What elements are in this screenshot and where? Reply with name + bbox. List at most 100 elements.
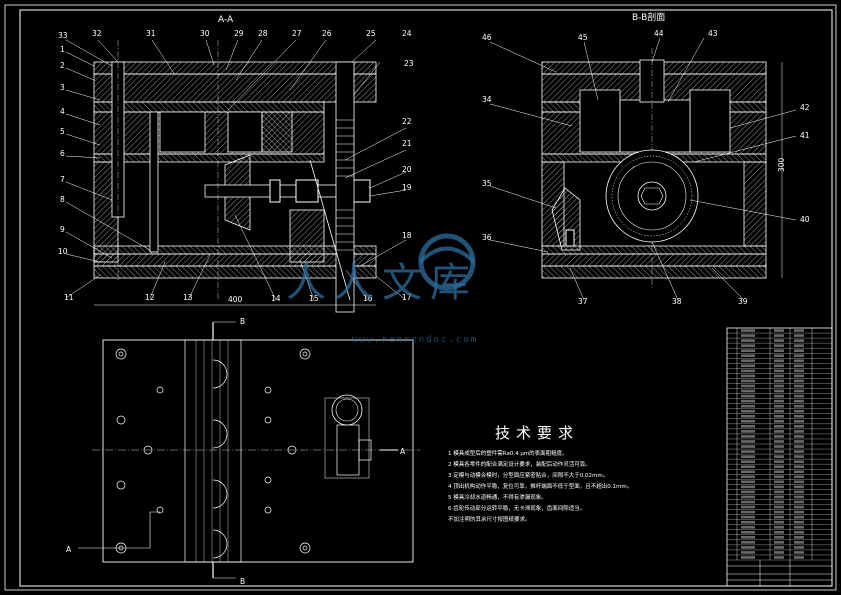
parts-list-entry-mark [741, 525, 755, 529]
parts-list-entry-mark [794, 435, 804, 438]
part-label: 16 [363, 294, 373, 303]
parts-list-entry-mark [774, 389, 784, 393]
parts-list-entry-mark [794, 379, 804, 383]
parts-list-entry-mark [794, 450, 804, 453]
part-label: 37 [578, 297, 588, 306]
part-label: 9 [60, 225, 65, 234]
parts-list-entry-mark [741, 475, 755, 479]
technical-requirements: 技术要求 1 模具成型后的塑件需Ra0.4 μm的表面粗糙度。 2 模具各零件的… [448, 424, 632, 523]
part-label: 12 [145, 293, 155, 302]
parts-list-entry-mark [741, 505, 755, 509]
parts-list-entry-mark [774, 435, 784, 438]
section-bb-height-dim: 300 [777, 157, 786, 172]
requirement-item: 6 齿轮传动部分运转平稳，无卡滞现象，齿面间隙适当。 [448, 504, 585, 512]
parts-list-entry-mark [774, 369, 784, 373]
parts-list-entry-mark [794, 409, 804, 413]
parts-list-entry-mark [794, 495, 804, 499]
parts-list-entry-mark [794, 394, 804, 398]
section-aa-title: A-A [218, 15, 234, 25]
parts-list-entry-mark [741, 379, 755, 383]
parts-list-frame [726, 327, 833, 587]
section-bb-title: B-B剖面 [632, 11, 665, 23]
parts-list-entry-mark [794, 505, 804, 509]
part-label: 1 [60, 45, 65, 54]
parts-list-entry-mark [794, 334, 804, 337]
part-label: 8 [60, 195, 65, 204]
parts-list-entry-mark [741, 435, 755, 438]
parts-list-entry-mark [774, 359, 784, 363]
parts-list-entry-mark [794, 349, 804, 353]
section-bb-part-labels: 46 45 44 43 34 35 36 42 41 40 37 38 39 [482, 29, 810, 306]
part-label: 31 [146, 29, 156, 38]
parts-list-entry-mark [774, 556, 784, 559]
parts-list-entry-mark [774, 546, 784, 549]
parts-list-entry-mark [794, 470, 804, 474]
parts-list-entry-mark [741, 510, 755, 514]
parts-list-entry-mark [741, 450, 755, 453]
parts-list-entry-mark [774, 430, 784, 433]
parts-list-entry-mark [774, 485, 784, 489]
section-bb-leaders [489, 37, 797, 301]
parts-list-entry-mark [774, 500, 784, 504]
parts-list-entry-mark [794, 329, 804, 332]
parts-list-entry-mark [774, 344, 784, 347]
parts-list-entry-mark [794, 530, 804, 534]
parts-list-entry-mark [741, 470, 755, 474]
plan-section-a-right: A [400, 447, 406, 456]
part-label: 26 [322, 29, 332, 38]
parts-list-entry-mark [741, 455, 755, 458]
parts-list-entry-mark [794, 399, 804, 403]
parts-list-entry-mark [794, 480, 804, 484]
parts-list-entry-mark [741, 430, 755, 433]
parts-list-entry-mark [794, 490, 804, 494]
parts-list-entry-mark [794, 535, 804, 539]
parts-list-entry-mark [741, 440, 755, 443]
parts-list-entry-mark [741, 334, 755, 337]
part-label: 27 [292, 29, 302, 38]
part-label: 5 [60, 127, 65, 136]
parts-list-entry-mark [741, 374, 755, 378]
parts-list-entry-mark [774, 505, 784, 509]
parts-list-entry-mark [774, 339, 784, 342]
parts-list-entry-mark [741, 500, 755, 504]
parts-list-entry-mark [794, 359, 804, 363]
part-label: 7 [60, 175, 65, 184]
requirement-item: 3 定模与动模合模时，分型面应紧密贴合，间隙不大于0.02mm。 [448, 471, 608, 479]
parts-list-entry-mark [794, 425, 804, 428]
parts-list-entry-mark [774, 465, 784, 469]
part-label: 3 [60, 83, 65, 92]
parts-list-entry-mark [774, 384, 784, 388]
parts-list-entry-mark [741, 541, 755, 544]
parts-list-entry-mark [774, 515, 784, 519]
parts-list-entry-mark [741, 354, 755, 358]
parts-list-entry-mark [794, 525, 804, 529]
parts-list-entry-mark [774, 455, 784, 458]
parts-list-entry-mark [774, 460, 784, 463]
parts-list-entry-mark [741, 556, 755, 559]
part-label: 34 [482, 95, 492, 104]
parts-list-entry-mark [794, 430, 804, 433]
parts-list-entry-mark [774, 334, 784, 337]
parts-list-entry-mark [741, 460, 755, 463]
parts-list-entry-mark [741, 490, 755, 494]
parts-list-entry-mark [794, 485, 804, 489]
parts-list-entry-mark [774, 470, 784, 474]
parts-list-table [726, 327, 833, 587]
part-label: 25 [366, 29, 376, 38]
inner-border [19, 9, 833, 587]
part-label: 10 [58, 247, 68, 256]
parts-list-entry-mark [774, 425, 784, 428]
parts-list-entry-mark [741, 480, 755, 484]
parts-list-entry-mark [774, 414, 784, 418]
part-label: 32 [92, 29, 102, 38]
watermark-brand: 人人文库 [286, 260, 478, 306]
parts-list-entry-mark [794, 475, 804, 479]
parts-list-entry-mark [794, 551, 804, 554]
requirement-item: 1 模具成型后的塑件需Ra0.4 μm的表面粗糙度。 [448, 449, 568, 457]
parts-list-entry-mark [774, 551, 784, 554]
parts-list-entry-mark [794, 440, 804, 443]
parts-list-entry-mark [741, 495, 755, 499]
parts-list-entry-mark [741, 399, 755, 403]
parts-list-entry-mark [741, 425, 755, 428]
